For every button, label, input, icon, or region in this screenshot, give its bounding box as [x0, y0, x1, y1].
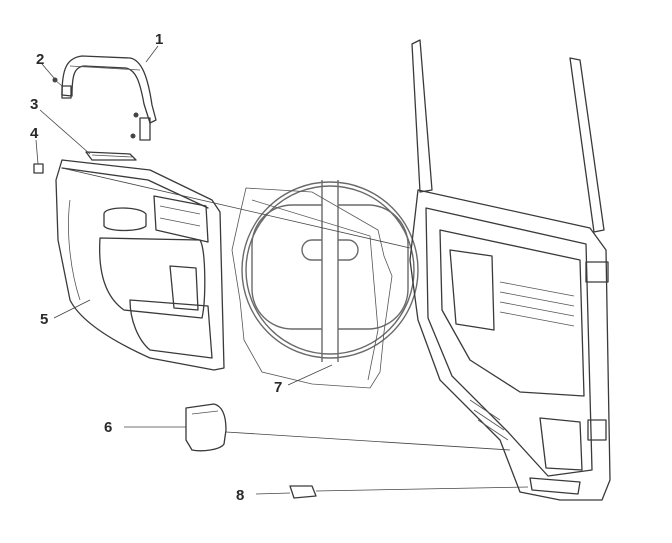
leader-lines	[35, 45, 529, 495]
callout-7: 7	[274, 379, 282, 396]
part-2-screws	[52, 77, 139, 139]
part-7-moisture-barrier	[231, 187, 393, 389]
callout-5: 5	[40, 311, 48, 328]
part-8-plug	[289, 485, 317, 499]
part-3-switch-panel	[85, 151, 137, 161]
part-4-clip	[33, 163, 44, 174]
callout-2: 2	[36, 51, 44, 68]
watermark-logo	[241, 180, 419, 362]
callout-1: 1	[155, 31, 163, 48]
callout-3: 3	[30, 96, 38, 113]
part-6-cover-plate	[185, 403, 227, 452]
callout-8: 8	[236, 487, 244, 504]
callout-6: 6	[104, 419, 112, 436]
callout-4: 4	[30, 125, 39, 142]
callout-labels: 1 2 3 4 5 6 7 8	[30, 31, 282, 504]
part-1-upper-trim-handle	[61, 55, 157, 141]
door-frame	[409, 39, 611, 501]
part-5-door-trim-panel	[55, 159, 225, 371]
